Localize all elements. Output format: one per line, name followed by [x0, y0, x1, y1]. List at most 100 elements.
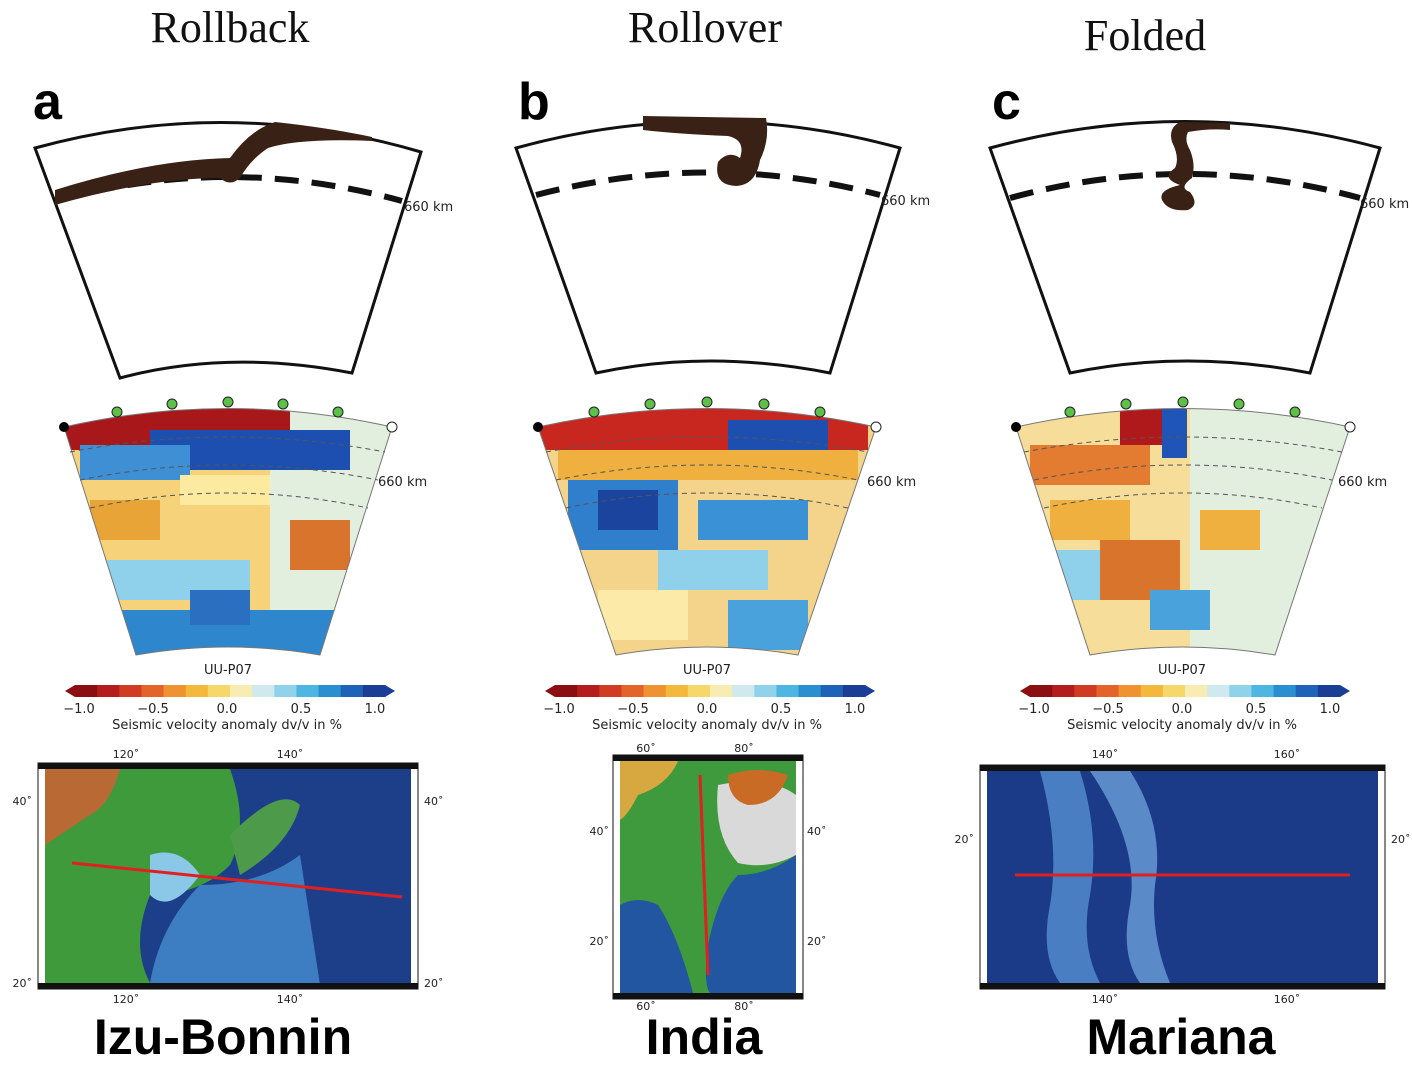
station-dot: [1177, 396, 1189, 408]
tomography-section: 660 km UU-P07 −1.0 −0.5 0.0 0.5 1.0 Seis…: [533, 396, 916, 733]
map-tick: 120˚: [113, 748, 140, 761]
station-dot: [166, 398, 178, 410]
colorbar-swatch: [621, 685, 645, 697]
660-km-dashed-line: [1009, 171, 1361, 201]
station-dot: [1011, 422, 1021, 432]
colorbar-swatch: [643, 685, 667, 697]
slab-schematic: 660 km: [988, 120, 1409, 375]
colorbar-swatch: [820, 685, 844, 697]
colorbar-swatch: [665, 685, 689, 697]
colorbar-swatch: [732, 685, 755, 697]
panel-title: Rollover: [628, 3, 782, 52]
colorbar-swatch: [185, 685, 209, 697]
tomography-section: 660 km UU-P07 −1.0 −0.5 0.0 0.5 1.0 Seis…: [59, 396, 427, 733]
depth-label: 660 km: [867, 475, 916, 490]
colorbar-arrow-left: [545, 685, 555, 697]
colorbar-tick: 0.0: [1172, 702, 1193, 717]
station-dot: [332, 406, 344, 418]
colorbar-swatch: [1030, 685, 1053, 697]
colorbar-arrow-left: [65, 685, 75, 697]
panel-title: Folded: [1083, 11, 1207, 60]
colorbar-swatch: [798, 685, 822, 697]
colorbar-tick: 1.0: [365, 702, 386, 717]
colorbar-swatch: [1140, 685, 1164, 697]
colorbar-tick: 0.0: [217, 702, 238, 717]
depth-label: 660 km: [1360, 197, 1409, 212]
slab-schematic: 660 km: [514, 116, 930, 375]
region-map: 140˚ 160˚ 140˚ 160˚ 20˚ 20˚: [955, 748, 1411, 1006]
colorbar-tick: 1.0: [1320, 702, 1341, 717]
station-dot: [701, 396, 713, 408]
panel-b: Rollover b 660 km: [478, 0, 948, 1066]
colorbar-swatch: [274, 685, 297, 697]
colorbar-tick: −0.5: [137, 702, 169, 717]
panel-c: Folded c 660 km: [940, 0, 1411, 1066]
model-label: UU-P07: [1158, 663, 1206, 678]
colorbar-label: Seismic velocity anomaly dv/v in %: [1067, 718, 1297, 733]
colorbar-swatch: [296, 685, 320, 697]
station-dot: [588, 406, 600, 418]
map-tick: 20˚: [424, 977, 444, 990]
depth-label: 660 km: [881, 194, 930, 209]
station-dot: [59, 422, 69, 432]
station-dot: [533, 422, 543, 432]
folded-slab-shape: [1161, 122, 1230, 211]
colorbar-swatch: [754, 685, 777, 697]
colorbar-label: Seismic velocity anomaly dv/v in %: [112, 718, 342, 733]
colorbar-swatch: [1317, 685, 1341, 697]
panel-title: Rollback: [150, 3, 310, 52]
rollover-slab-shape: [643, 116, 768, 186]
colorbar: [1020, 685, 1350, 697]
map-tick: 20˚: [13, 977, 33, 990]
colorbar-swatch: [1251, 685, 1275, 697]
station-dot: [1289, 406, 1301, 418]
colorbar-swatch: [1295, 685, 1319, 697]
colorbar: [545, 685, 875, 697]
colorbar-tick: −0.5: [1092, 702, 1124, 717]
station-dot: [870, 421, 882, 433]
map-tick: 140˚: [277, 993, 304, 1006]
colorbar-swatch: [555, 685, 578, 697]
station-dot: [386, 421, 398, 433]
colorbar-swatch: [687, 685, 711, 697]
region-map: 60˚ 80˚ 60˚ 80˚ 40˚ 20˚ 40˚ 20˚: [590, 742, 827, 1013]
colorbar-swatch: [318, 685, 342, 697]
colorbar-tick: 1.0: [845, 702, 866, 717]
colorbar-tick: 0.5: [1246, 702, 1267, 717]
colorbar-swatch: [577, 685, 600, 697]
map-tick: 60˚: [636, 742, 656, 755]
panel-a: Rollback a 660 km: [0, 0, 470, 1066]
colorbar-swatch: [1162, 685, 1186, 697]
colorbar-swatch: [97, 685, 120, 697]
colorbar-arrow-right: [1340, 685, 1350, 697]
station-dot: [1120, 398, 1132, 410]
region-name: Mariana: [1086, 1009, 1276, 1065]
station-dot: [277, 398, 289, 410]
map-tick: 40˚: [590, 825, 610, 838]
map-tick: 40˚: [424, 795, 444, 808]
colorbar-tick: 0.5: [291, 702, 312, 717]
panel-letter: c: [992, 73, 1021, 131]
colorbar-swatch: [119, 685, 142, 697]
colorbar-swatch: [141, 685, 165, 697]
colorbar-swatch: [340, 685, 364, 697]
station-dot: [1064, 406, 1076, 418]
colorbar-swatch: [230, 685, 253, 697]
colorbar-tick: −1.0: [63, 702, 95, 717]
map-tick: 40˚: [13, 795, 33, 808]
colorbar-arrow-right: [385, 685, 395, 697]
station-dot: [814, 406, 826, 418]
map-tick: 20˚: [590, 935, 610, 948]
station-dot: [644, 398, 656, 410]
colorbar-swatch: [1096, 685, 1120, 697]
colorbar-swatch: [1229, 685, 1252, 697]
map-tick: 160˚: [1274, 993, 1301, 1006]
colorbar-swatch: [1074, 685, 1097, 697]
colorbar-swatch: [599, 685, 622, 697]
depth-label: 660 km: [378, 475, 427, 490]
map-tick: 40˚: [807, 825, 827, 838]
profile-line: [698, 774, 710, 976]
region-map: 120˚ 140˚ 120˚ 140˚ 40˚ 20˚ 40˚ 20˚: [13, 748, 444, 1006]
colorbar-tick: −1.0: [543, 702, 575, 717]
depth-label: 660 km: [404, 200, 453, 215]
